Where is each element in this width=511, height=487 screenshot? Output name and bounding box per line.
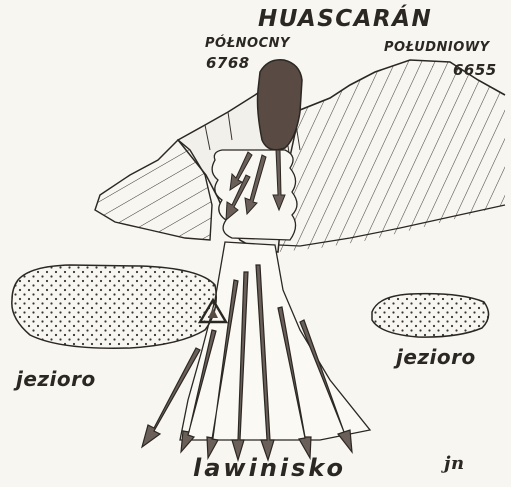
- artist-signature: jn: [444, 453, 465, 474]
- diagram-title: HUASCARÁN: [258, 6, 432, 32]
- south-peak-name: POŁUDNIOWY: [384, 40, 490, 55]
- avalanche-zone-label: lawinisko: [193, 454, 346, 482]
- north-peak-elevation: 6768: [206, 54, 250, 72]
- north-peak-name: PÓŁNOCNY: [205, 36, 290, 51]
- south-peak-elevation: 6655: [453, 61, 497, 79]
- left-lake-label: jezioro: [16, 367, 96, 391]
- left-lake: [12, 265, 216, 348]
- right-lake-label: jezioro: [396, 345, 476, 369]
- right-lake: [372, 294, 489, 337]
